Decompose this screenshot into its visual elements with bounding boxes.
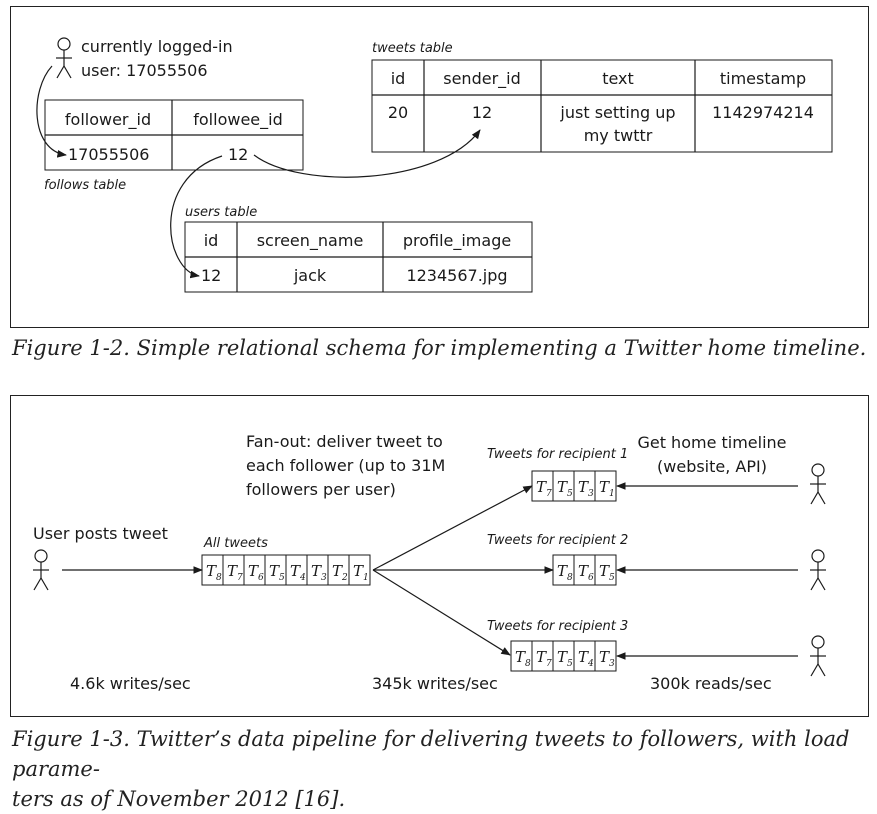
user-to-follower-arrow xyxy=(36,65,67,158)
recipient-2-cell-box xyxy=(594,554,617,586)
recipient-2-label: Tweets for recipient 2 xyxy=(487,533,628,548)
follows-header-follower-id: follower_id xyxy=(65,110,151,130)
follows-table-caption: follows table xyxy=(44,178,126,193)
all-tweets-label: All tweets xyxy=(203,536,268,551)
users-table-caption: users table xyxy=(185,205,257,220)
recipient-1-label: Tweets for recipient 1 xyxy=(487,447,628,462)
fanout-label-line1: Fan-out: deliver tweet to xyxy=(246,432,443,451)
user-stick-figure-icon xyxy=(56,37,72,79)
tweets-header-sender-id: sender_id xyxy=(443,69,521,89)
users-header-profile-image: profile_image xyxy=(403,231,511,251)
logged-in-user-label-line2: user: 17055506 xyxy=(81,61,208,80)
fanout-label-line3: followers per user) xyxy=(246,480,396,499)
reader-2-stick-figure-icon xyxy=(810,549,826,591)
users-cell-screen-name: jack xyxy=(293,266,327,285)
logged-in-user-label-line1: currently logged-in xyxy=(81,37,233,56)
writes-left-label: 4.6k writes/sec xyxy=(70,674,191,693)
recipient-1-cell-box xyxy=(594,470,617,502)
follows-table: follower_id followee_id 17055506 12 xyxy=(44,99,304,171)
tweets-header-id: id xyxy=(391,69,406,88)
tweets-table: id sender_id text timestamp 20 12 just s… xyxy=(371,59,833,153)
follows-cell-follower-id: 17055506 xyxy=(68,145,149,164)
tweets-cell-sender-id: 12 xyxy=(472,103,492,122)
writes-mid-label: 345k writes/sec xyxy=(372,674,498,693)
tweets-cell-text-line2: my twttr xyxy=(584,126,653,145)
tweets-cell-timestamp: 1142974214 xyxy=(712,103,814,122)
followee-to-user-arrow xyxy=(170,155,223,279)
reads-right-label: 300k reads/sec xyxy=(650,674,772,693)
user-posts-label: User posts tweet xyxy=(33,524,168,543)
get-home-label-line1: Get home timeline xyxy=(637,433,786,452)
tweets-cell-id: 20 xyxy=(388,103,408,122)
figure-1-3-caption-line2: ters as of November 2012 [16]. xyxy=(12,787,346,811)
figure-1-3-caption: Figure 1-3. Twitter’s data pipeline for … xyxy=(12,724,872,814)
recipient-3-cell-box xyxy=(594,640,617,672)
tweets-header-timestamp: timestamp xyxy=(720,69,806,88)
users-cell-profile-image: 1234567.jpg xyxy=(406,266,507,285)
users-header-screen-name: screen_name xyxy=(257,231,364,251)
all-tweets-cell-box xyxy=(348,554,371,586)
users-cell-id: 12 xyxy=(201,266,221,285)
figure-1-3-caption-line1: Figure 1-3. Twitter’s data pipeline for … xyxy=(12,727,850,781)
follows-header-followee-id: followee_id xyxy=(193,110,282,130)
users-table: id screen_name profile_image 12 jack 123… xyxy=(184,221,533,293)
diagram-canvas: currently logged-in user: 17055506 follo… xyxy=(33,37,833,693)
reader-3-stick-figure-icon xyxy=(810,635,826,677)
reader-1-stick-figure-icon xyxy=(810,463,826,505)
fanout-arrow-1 xyxy=(372,485,533,571)
tweets-cell-text-line1: just setting up xyxy=(559,103,675,122)
figure-1-3-panel xyxy=(10,395,869,717)
figure-1-2-caption: Figure 1-2. Simple relational schema for… xyxy=(12,336,867,360)
users-header-id: id xyxy=(204,231,219,250)
tweets-table-caption: tweets table xyxy=(372,41,453,56)
tweets-header-text: text xyxy=(602,69,634,88)
follows-cell-followee-id: 12 xyxy=(228,145,248,164)
get-home-label-line2: (website, API) xyxy=(657,457,767,476)
poster-stick-figure-icon xyxy=(33,549,49,591)
fanout-arrow-3 xyxy=(372,569,511,656)
fanout-label-line2: each follower (up to 31M xyxy=(246,456,445,475)
recipient-3-label: Tweets for recipient 3 xyxy=(487,619,628,634)
followee-to-sender-arrow xyxy=(253,129,481,178)
